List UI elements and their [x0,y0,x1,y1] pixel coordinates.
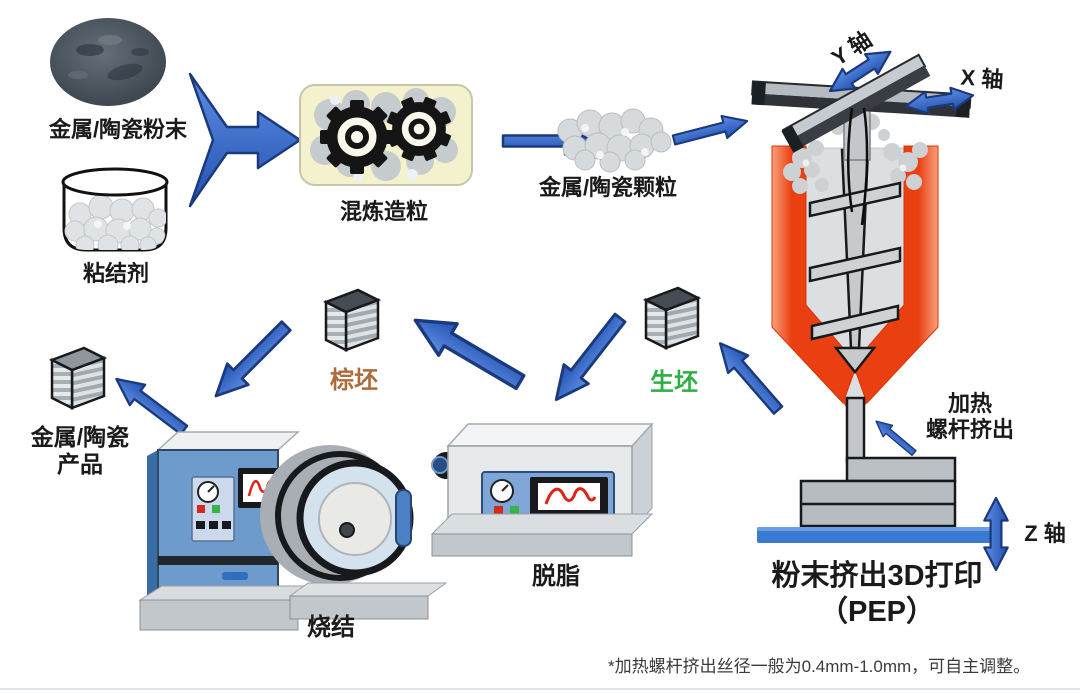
gear-icon [320,100,394,174]
bottom-divider [0,688,1080,690]
merge-arrow-icon [188,72,302,208]
heater-pointer-arrow-icon [870,414,920,460]
printer-title: 粉末挤出3D打印 （PEP） [752,558,1002,630]
print-bed-icon [757,527,994,543]
flow-arrow-icon [542,307,634,411]
screw-extruder-printer-icon [751,40,1009,572]
product-label-line1: 金属/陶瓷 [30,424,130,450]
granules-label: 金属/陶瓷颗粒 [538,175,678,200]
green-body-cube-icon [642,286,702,351]
flow-arrow-icon [670,109,752,153]
flow-arrow-icon [708,333,790,420]
heating-label-line2: 螺杆挤出 [925,417,1014,443]
powder-label: 金属/陶瓷粉末 [48,117,188,142]
twin-gears-icon [299,84,473,186]
y-rail-icon [781,53,931,153]
binder-jar-icon [61,167,169,252]
mixing-label: 混炼造粒 [339,199,428,224]
product-label-line2: 产品 [57,451,103,477]
x-axis-label: X 轴 [959,64,1005,93]
granule-cluster-icon [557,108,672,173]
flow-arrow-icon [404,302,531,400]
product-label: 金属/陶瓷 产品 [12,424,148,478]
powder-pile-icon [50,18,166,106]
printer-title-line1: 粉末挤出3D打印 [771,560,983,592]
brown-body-cube-icon [322,288,382,353]
box-furnace-icon [430,422,654,557]
green-body-label: 生坯 [650,369,698,396]
heating-label: 加热 螺杆挤出 [915,391,1025,444]
product-cube-icon [48,346,108,411]
flow-arrow-icon [204,314,298,408]
debinding-label: 脱脂 [532,563,580,590]
printer-title-line2: （PEP） [818,596,936,628]
footnote-text: *加热螺杆挤出丝径一般为0.4mm-1.0mm，可自主调整。 [608,657,1031,676]
binder-label: 粘结剂 [82,261,149,286]
sintering-label: 烧结 [307,614,355,641]
heating-label-line1: 加热 [947,391,992,416]
gear-icon [387,97,451,161]
tube-furnace-icon [138,431,448,631]
brown-body-label: 棕坯 [330,367,378,394]
z-axis-label: Z 轴 [1024,521,1066,546]
